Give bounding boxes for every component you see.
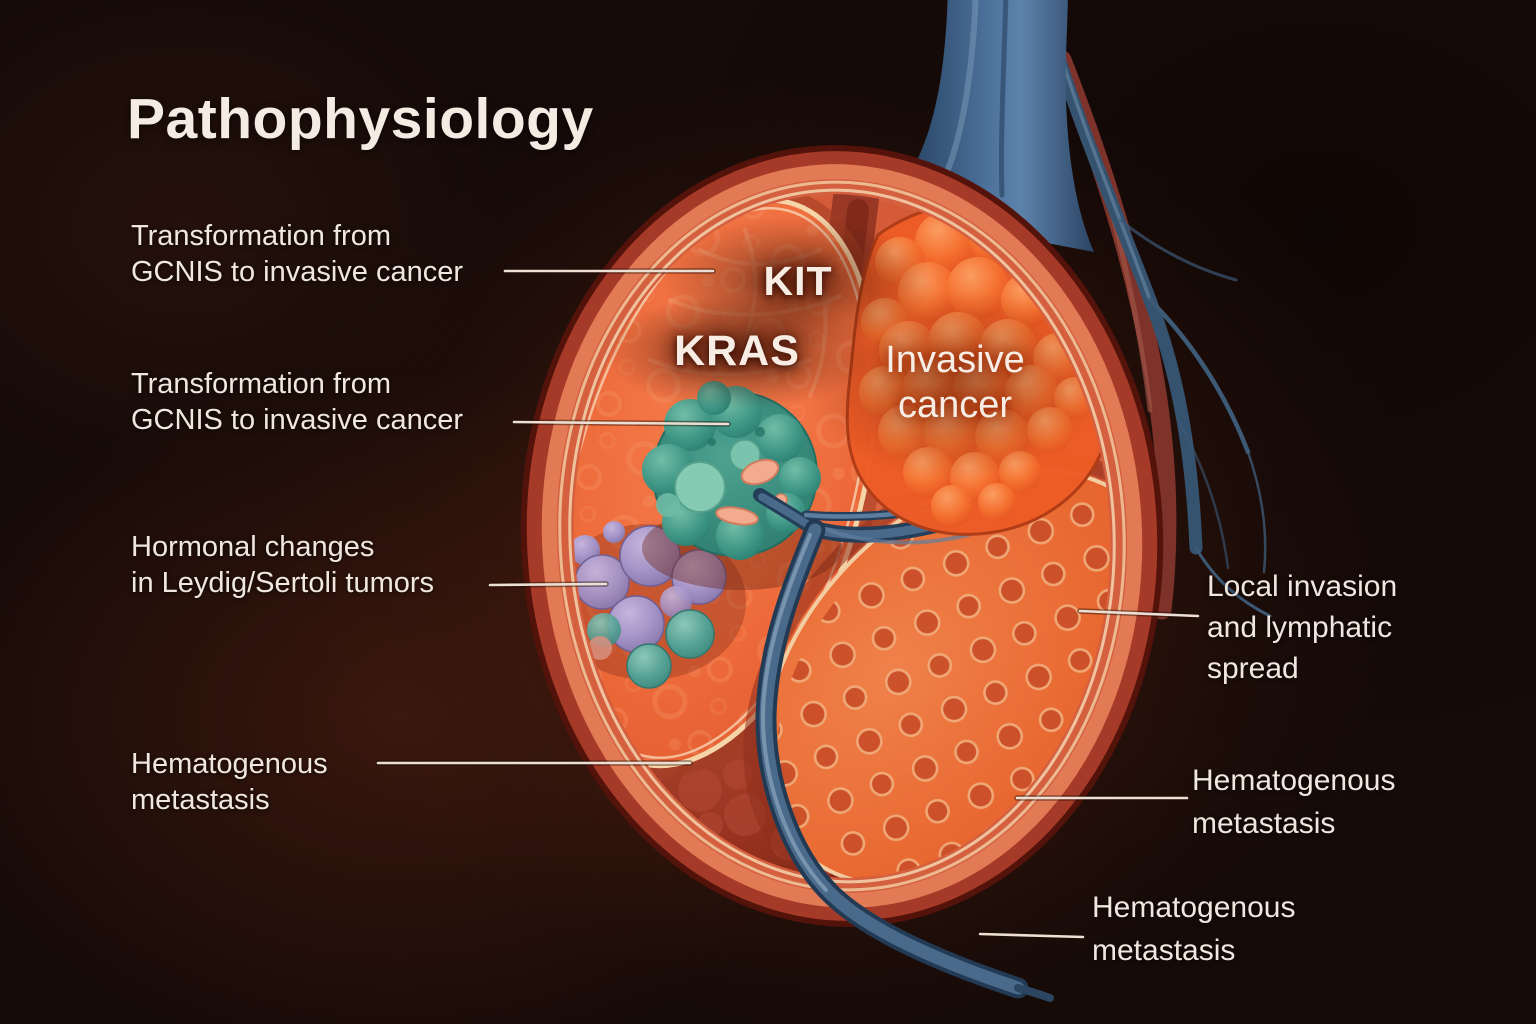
leader-hormonal xyxy=(488,582,608,587)
label-line: in Leydig/Sertoli tumors xyxy=(131,567,435,599)
figure-label-invasive-cancer: Invasive cancer xyxy=(823,338,1087,428)
label-line: Hematogenous xyxy=(131,748,328,780)
leydig-sertoli-cluster xyxy=(556,521,746,689)
label-line: and lymphatic xyxy=(1207,611,1393,644)
label-line: Transformation from xyxy=(131,368,391,400)
label-local-invasion: Local invasion and lymphatic spread xyxy=(1207,566,1397,689)
label-hematogenous-bottom: Hematogenous metastasis xyxy=(1092,886,1295,972)
label-line: Hormonal changes xyxy=(131,531,375,563)
label-transformation-2: Transformation from GCNIS to invasive ca… xyxy=(131,366,463,438)
label-line: GCNIS to invasive cancer xyxy=(131,404,464,436)
label-line: Invasive xyxy=(885,339,1025,381)
label-line: GCNIS to invasive cancer xyxy=(131,256,464,288)
label-line: cancer xyxy=(897,384,1013,426)
gcnis-tumor xyxy=(642,381,842,590)
central-vessel xyxy=(755,519,1054,1002)
label-line: Transformation from xyxy=(131,220,391,252)
leader-hematogenous-bottom xyxy=(978,932,1085,939)
label-line: metastasis xyxy=(131,784,270,816)
label-line: spread xyxy=(1207,652,1299,685)
label-line: metastasis xyxy=(1092,934,1236,967)
label-line: metastasis xyxy=(1192,807,1336,840)
label-hormonal-changes: Hormonal changes in Leydig/Sertoli tumor… xyxy=(131,529,434,601)
pampiniform-veins xyxy=(1045,28,1272,618)
label-transformation-1: Transformation from GCNIS to invasive ca… xyxy=(131,218,463,290)
kras-text-halo xyxy=(602,294,872,410)
label-hematogenous-left: Hematogenous metastasis xyxy=(131,746,328,818)
figure-label-kit: KIT xyxy=(763,258,833,304)
label-line: Hematogenous xyxy=(1092,891,1296,924)
page-title: Pathophysiology xyxy=(127,87,594,151)
label-hematogenous-right: Hematogenous metastasis xyxy=(1192,759,1395,845)
leader-lines xyxy=(375,268,1201,940)
label-line: Hematogenous xyxy=(1192,764,1396,797)
figure-label-kras: KRAS xyxy=(674,327,800,375)
leader-local-invasion xyxy=(1078,609,1200,618)
leader-transformation-2 xyxy=(512,420,730,426)
invasive-text-halo xyxy=(805,290,1105,480)
label-line: Local invasion xyxy=(1207,570,1398,603)
